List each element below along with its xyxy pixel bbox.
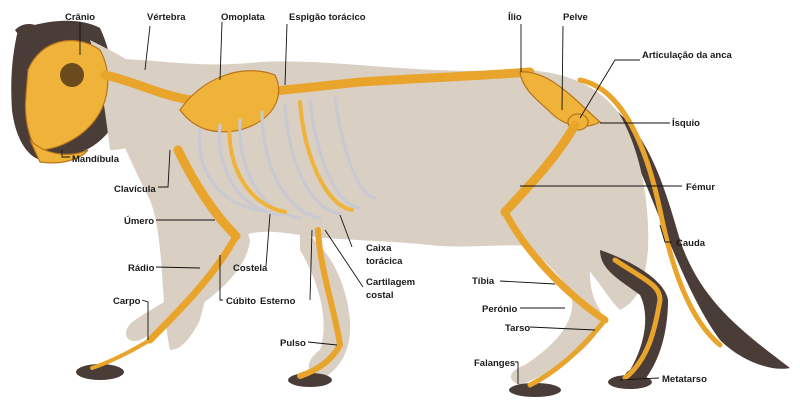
label-clavicula: Clavícula [114,184,156,195]
label-costela: Costela [233,263,268,274]
label-cauda: Cauda [676,238,706,249]
label-cranio: Crânio [65,12,95,23]
label-espigao: Espigão torácico [289,12,366,23]
label-mandibula: Mandíbula [72,154,120,165]
label-pelve: Pelve [563,12,588,23]
label-pulso: Pulso [280,338,306,349]
label-cartilagem2: costal [366,290,393,301]
tail-vertebrae [577,77,723,348]
torso [95,58,649,351]
front-leg-near [125,150,250,341]
label-ilio: Ílio [508,12,522,23]
tibia-fibula [501,208,609,324]
neck [90,40,175,150]
humerus [173,145,241,241]
label-esterno: Esterno [260,296,296,307]
labels: Crânio Vértebra Omoplata Espigão torácic… [65,12,732,385]
label-cartilagem1: Cartilagem [366,277,415,288]
label-tarso: Tarso [505,323,530,334]
radius-ulna [146,232,240,344]
far-front-leg-bones [297,227,344,379]
label-tibia: Tíbia [472,276,495,287]
leader-lines [61,21,682,384]
tarsus-metatarsus [527,317,608,388]
hind-paw-near [509,383,561,397]
label-falanges: Falanges [474,358,515,369]
skull-bone [24,40,109,151]
label-cubito: Cúbito [226,296,256,307]
label-omoplata: Omoplata [221,12,266,23]
label-articulacao: Articulação da anca [642,50,732,61]
label-peronio: Perónio [482,304,518,315]
ear [15,24,55,43]
front-paw-near [76,364,124,380]
label-caixa2: torácica [366,256,403,267]
far-hind-leg-bones [612,257,663,381]
label-femur: Fémur [686,182,715,193]
label-isquio: Ísquio [672,118,700,129]
label-radio: Rádio [128,263,155,274]
spine [100,67,535,105]
mandible-bone [29,139,89,164]
front-leg-far [300,230,351,380]
eye-orbit [60,63,84,87]
label-umero: Úmero [124,215,154,227]
front-paw-bones [90,338,152,370]
scapula-bone [179,70,280,133]
hind-paw-far [608,375,652,389]
hind-leg-near [490,146,602,385]
label-metatarso: Metatarso [662,374,707,385]
label-vertebra: Vértebra [147,12,186,23]
femur [500,120,580,217]
label-caixa1: Caixa [366,243,392,254]
label-carpo: Carpo [113,296,141,307]
ribcage [197,96,377,220]
skeleton [24,40,723,388]
